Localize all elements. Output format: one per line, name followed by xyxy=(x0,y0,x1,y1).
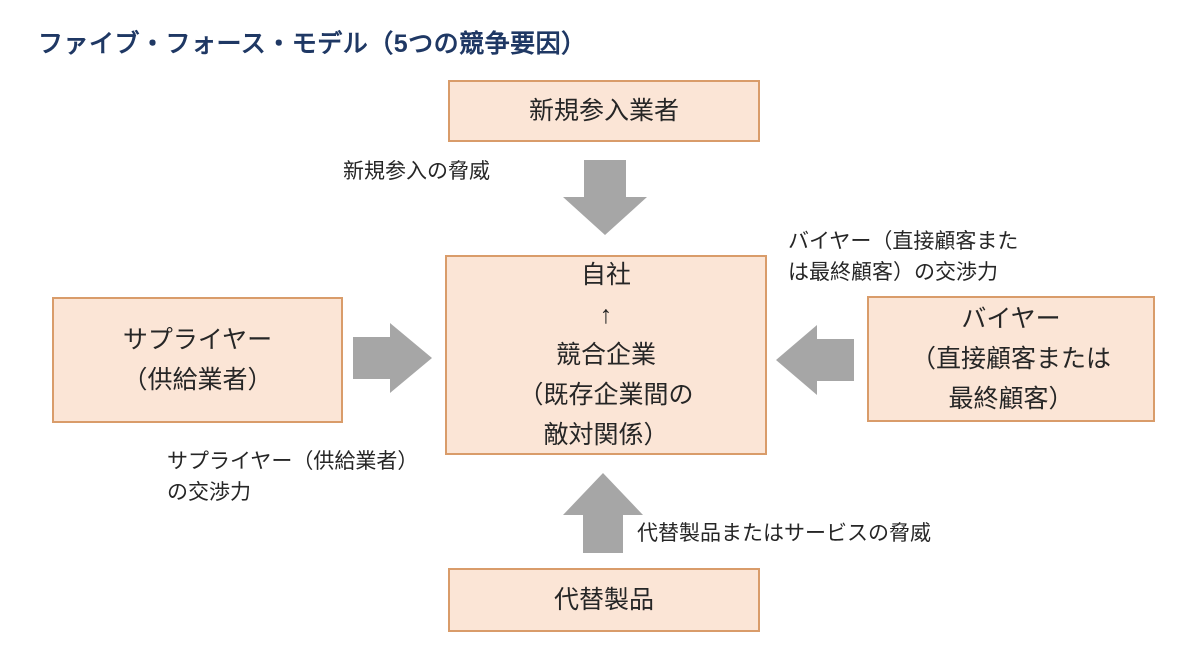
substitute-threat-label: 代替製品またはサービスの脅威 xyxy=(637,522,931,545)
new-entrants-box-label: 新規参入業者 xyxy=(528,97,679,125)
new-entrants-box: 新規参入業者 xyxy=(448,80,760,142)
arrow-up-icon xyxy=(563,473,643,553)
suppliers-box: サプライヤー （供給業者） xyxy=(52,297,343,423)
buyers-box-label: バイヤー （直接顧客または 最終顧客） xyxy=(910,305,1111,413)
substitutes-box-label: 代替製品 xyxy=(553,586,654,614)
substitutes-box: 代替製品 xyxy=(448,568,760,632)
page-title: ファイブ・フォース・モデル（5つの競争要因） xyxy=(38,30,587,58)
new-entrants-threat-label: 新規参入の脅威 xyxy=(343,160,490,183)
supplier-power-label: サプライヤー（供給業者） の交渉力 xyxy=(167,450,419,504)
buyers-box: バイヤー （直接顧客または 最終顧客） xyxy=(867,296,1155,422)
center-rivalry-box: 自社 ↑ 競合企業 （既存企業間の 敵対関係） xyxy=(445,255,767,455)
arrow-down-icon xyxy=(563,160,647,235)
arrow-left-icon xyxy=(776,325,854,395)
arrow-right-icon xyxy=(353,323,432,393)
suppliers-box-label: サプライヤー （供給業者） xyxy=(122,326,273,394)
buyer-power-label: バイヤー（直接顧客また は最終顧客）の交渉力 xyxy=(788,230,1019,284)
center-rivalry-box-label: 自社 ↑ 競合企業 （既存企業間の 敵対関係） xyxy=(518,261,694,449)
